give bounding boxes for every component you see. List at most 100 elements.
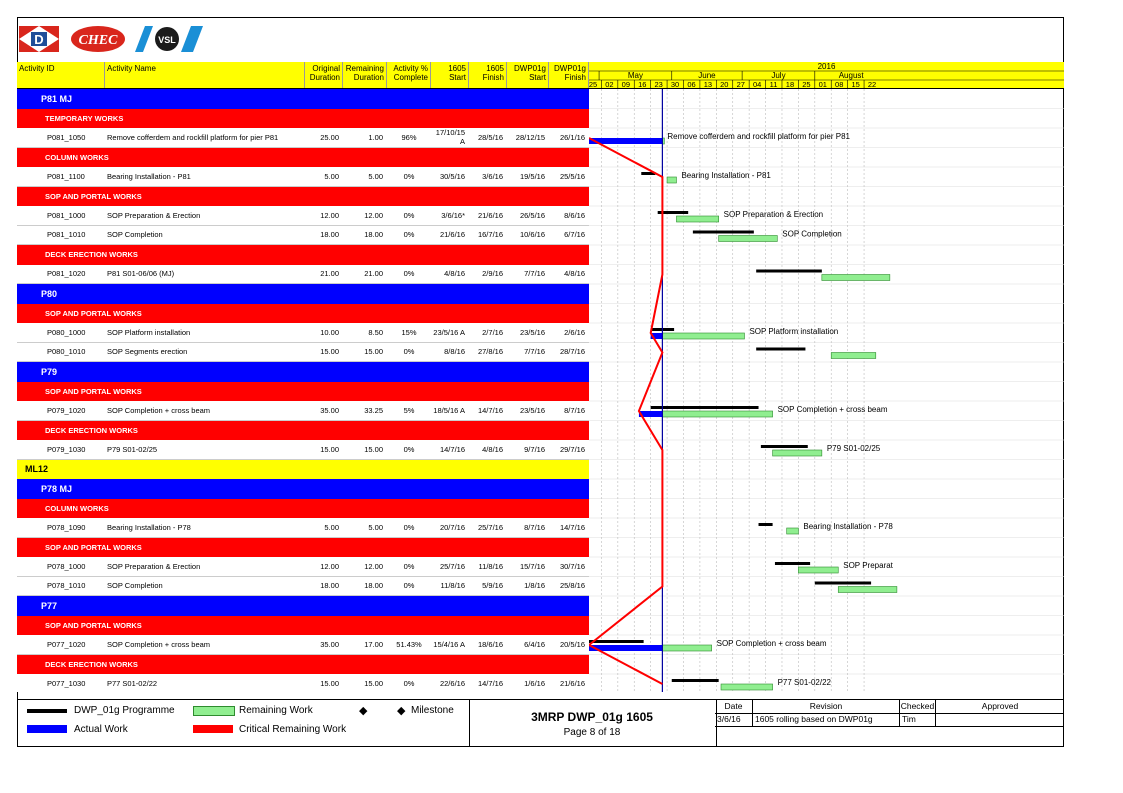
month-label: July <box>771 71 785 80</box>
column-header-s1605[interactable]: 1605 Start <box>431 62 469 88</box>
cell-name: SOP Preparation & Erection <box>107 561 201 571</box>
project-row[interactable]: P81 MJ <box>17 89 589 109</box>
programme-bar <box>692 230 754 234</box>
cell-s1605: 14/7/16 <box>439 444 465 454</box>
column-header-id[interactable]: Activity ID <box>17 62 105 88</box>
cell-fdwp: 2/6/16 <box>564 327 585 337</box>
legend-critical-label: Critical Remaining Work <box>239 724 347 735</box>
milestone-group-row[interactable]: ML12 <box>17 459 589 479</box>
legend-remaining-label: Remaining Work <box>239 705 313 716</box>
week-label: 09 <box>622 80 630 89</box>
column-header-f1605[interactable]: 1605 Finish <box>469 62 507 88</box>
cell-f1605: 25/7/16 <box>477 522 503 532</box>
project-row[interactable]: P78 MJ <box>17 479 589 499</box>
section-row[interactable]: SOP AND PORTAL WORKS <box>17 303 589 323</box>
section-row[interactable]: SOP AND PORTAL WORKS <box>17 615 589 635</box>
group-label: P81 MJ <box>41 93 73 104</box>
column-header-fdwp[interactable]: DWP01g Finish <box>549 62 589 88</box>
programme-bar <box>774 562 811 565</box>
cell-f1605: 16/7/16 <box>477 230 503 240</box>
section-row[interactable]: COLUMN WORKS <box>17 498 589 518</box>
company-logos: D CHEC VSL <box>19 26 203 52</box>
group-label: P78 MJ <box>41 483 73 494</box>
gantt-chart: Remove cofferdem and rockfill platform f… <box>589 89 1064 692</box>
column-header-name[interactable]: Activity Name <box>105 62 305 88</box>
bar-label: SOP Platform installation <box>749 327 838 336</box>
cell-f1605: 11/8/16 <box>478 561 503 571</box>
cell-pct: 0% <box>403 444 415 454</box>
project-row[interactable]: P79 <box>17 362 589 382</box>
section-row[interactable]: SOP AND PORTAL WORKS <box>17 186 589 206</box>
section-row[interactable]: DECK ERECTION WORKS <box>17 654 589 674</box>
column-header-pct[interactable]: Activity % Complete <box>387 62 431 88</box>
week-label: 08 <box>835 80 843 89</box>
cell-sdwp: 10/6/16 <box>519 230 545 240</box>
cell-sdwp: 9/7/16 <box>524 444 545 454</box>
column-header-rem[interactable]: Remaining Duration <box>343 62 387 88</box>
revision-text: 1605 rolling based on DWP01g <box>755 714 873 724</box>
bar-label: Bearing Installation - P78 <box>803 522 893 531</box>
milestone-icon: ◆ <box>359 705 368 717</box>
cell-f1605: 3/6/16 <box>482 171 503 181</box>
cell-name: SOP Segments erection <box>107 347 188 357</box>
section-row[interactable]: COLUMN WORKS <box>17 147 589 167</box>
column-header-sdwp[interactable]: DWP01g Start <box>507 62 549 88</box>
cell-s1605: 25/7/16 <box>439 561 465 571</box>
project-row[interactable]: P77 <box>17 596 589 616</box>
programme-bar <box>756 269 822 273</box>
section-row[interactable]: TEMPORARY WORKS <box>17 108 589 128</box>
page-number: Page 8 of 18 <box>563 727 621 738</box>
week-label: 16 <box>638 80 646 89</box>
group-label: SOP AND PORTAL WORKS <box>45 542 142 552</box>
project-row[interactable]: P80 <box>17 284 589 304</box>
cell-pct: 0% <box>403 522 415 532</box>
remaining-bar <box>786 527 799 535</box>
cell-pct: 96% <box>401 132 417 142</box>
column-header-orig[interactable]: Original Duration <box>305 62 343 88</box>
logo-strip: D CHEC VSL <box>17 22 217 56</box>
cell-name: SOP Preparation & Erection <box>107 210 201 220</box>
remaining-bar <box>821 274 891 281</box>
week-label: 27 <box>737 80 745 89</box>
cell-name: Remove cofferdem and rockfill platform f… <box>107 132 279 142</box>
cell-pct: 5% <box>403 405 415 415</box>
cell-pct: 0% <box>403 171 415 181</box>
cell-name: Bearing Installation - P78 <box>107 522 191 532</box>
cell-name: P77 S01-02/22 <box>107 678 158 688</box>
section-row[interactable]: DECK ERECTION WORKS <box>17 245 589 265</box>
cell-id: P081_1020 <box>47 269 86 279</box>
cell-fdwp: 6/7/16 <box>564 230 585 240</box>
cell-id: P081_1010 <box>47 230 86 240</box>
week-label: 22 <box>868 80 876 89</box>
remaining-bar <box>718 235 778 242</box>
cell-orig: 15.00 <box>320 347 339 357</box>
section-row[interactable]: SOP AND PORTAL WORKS <box>17 381 589 401</box>
remaining-bar <box>662 410 773 418</box>
week-label: 06 <box>687 80 695 89</box>
cell-name: Bearing Installation - P81 <box>107 171 191 181</box>
cell-sdwp: 23/5/16 <box>519 327 545 337</box>
cell-pct: 0% <box>403 678 415 688</box>
cell-s1605: 3/6/16* <box>441 210 465 220</box>
week-label: 23 <box>654 80 662 89</box>
section-row[interactable]: SOP AND PORTAL WORKS <box>17 537 589 557</box>
cell-orig: 18.00 <box>320 581 339 591</box>
section-row[interactable]: DECK ERECTION WORKS <box>17 420 589 440</box>
week-label: 02 <box>605 80 613 89</box>
remaining-bar <box>837 586 898 593</box>
